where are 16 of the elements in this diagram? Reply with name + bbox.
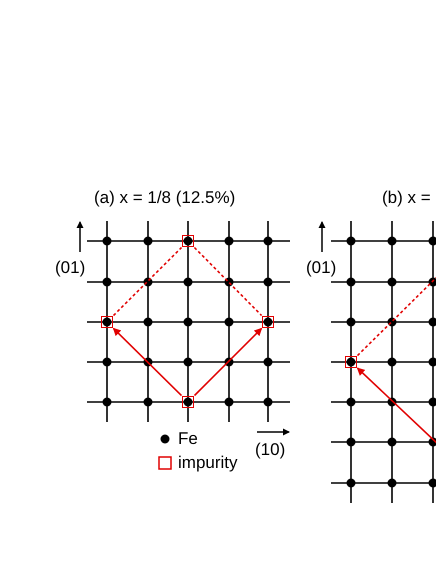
axis-label: (01) xyxy=(55,258,86,278)
panel-title: (b) x = xyxy=(382,188,431,208)
impurity-square xyxy=(182,234,194,246)
panel-title: (a) x = 1/8 (12.5%) xyxy=(94,188,236,208)
impurity-square xyxy=(344,356,356,368)
arrow xyxy=(194,328,262,396)
impurity-square xyxy=(100,316,112,328)
dashed-line xyxy=(194,246,262,316)
impurity-square xyxy=(262,316,274,328)
dashed-line xyxy=(112,246,182,316)
arrow xyxy=(112,328,182,396)
axis-label: (10) xyxy=(255,440,286,460)
legend-label: Fe xyxy=(178,429,198,449)
impurity-square xyxy=(182,396,194,408)
legend-label: impurity xyxy=(178,453,238,473)
axis-label: (01) xyxy=(306,258,336,278)
